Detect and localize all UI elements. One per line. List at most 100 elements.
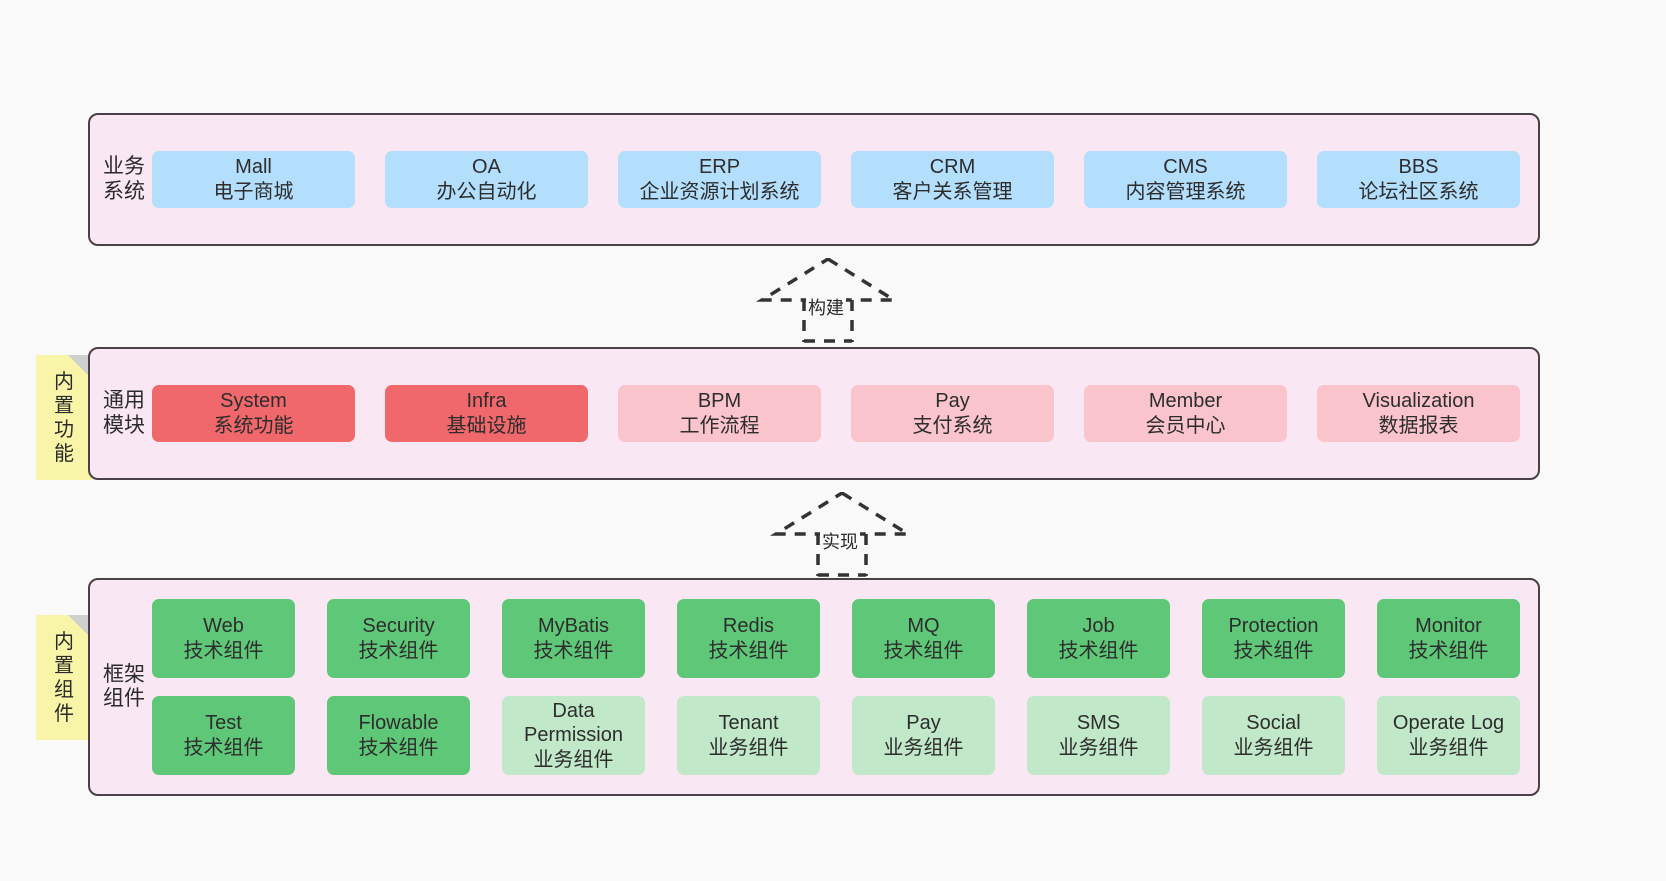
node-label-en: Social bbox=[1246, 712, 1301, 735]
node-monitor[interactable]: Monitor 技术组件 bbox=[1377, 599, 1520, 678]
node-label-en: Mall bbox=[235, 156, 272, 179]
node-test[interactable]: Test 技术组件 bbox=[152, 696, 295, 775]
node-row: System 系统功能 Infra 基础设施 BPM 工作流程 Pay 支付系统… bbox=[152, 385, 1520, 442]
node-label-cn: 业务组件 bbox=[533, 748, 614, 771]
connector-implement-label: 实现 bbox=[820, 528, 860, 554]
node-label-en: Pay bbox=[935, 390, 970, 413]
layer-title-business-system: 业务系统 bbox=[103, 155, 145, 203]
node-visualization[interactable]: Visualization 数据报表 bbox=[1317, 385, 1520, 442]
implement-arrow-tail-cap bbox=[818, 564, 866, 577]
node-system[interactable]: System 系统功能 bbox=[152, 385, 355, 442]
node-label-cn: 技术组件 bbox=[1058, 639, 1139, 662]
node-crm[interactable]: CRM 客户关系管理 bbox=[851, 151, 1054, 208]
node-label-en: Test bbox=[205, 712, 242, 735]
layer-title-general-module: 通用模块 bbox=[103, 389, 145, 437]
node-label-en: Pay bbox=[906, 712, 941, 735]
node-label-cn: 技术组件 bbox=[883, 639, 964, 662]
node-mybatis[interactable]: MyBatis 技术组件 bbox=[502, 599, 645, 678]
node-cms[interactable]: CMS 内容管理系统 bbox=[1084, 151, 1287, 208]
node-label-cn: 技术组件 bbox=[708, 639, 789, 662]
node-mq[interactable]: MQ 技术组件 bbox=[852, 599, 995, 678]
node-label-cn: 电子商城 bbox=[213, 180, 294, 203]
node-label-en: Member bbox=[1148, 390, 1223, 413]
node-label-cn: 技术组件 bbox=[1408, 639, 1489, 662]
connector-build: 构建 bbox=[752, 256, 912, 342]
sticky-note-text: 内置组件 bbox=[54, 630, 74, 725]
connector-implement: 实现 bbox=[766, 490, 926, 576]
node-label-en: Data Permission bbox=[524, 699, 623, 747]
node-social[interactable]: Social 业务组件 bbox=[1202, 696, 1345, 775]
layer-body-framework-component: Web 技术组件 Security 技术组件 MyBatis 技术组件 Redi… bbox=[146, 580, 1538, 794]
node-label-cn: 业务组件 bbox=[1233, 736, 1314, 759]
node-bpm[interactable]: BPM 工作流程 bbox=[618, 385, 821, 442]
node-label-cn: 办公自动化 bbox=[436, 180, 537, 203]
node-label-en: Operate Log bbox=[1392, 712, 1505, 735]
node-label-cn: 数据报表 bbox=[1378, 414, 1459, 437]
node-infra[interactable]: Infra 基础设施 bbox=[385, 385, 588, 442]
node-protection[interactable]: Protection 技术组件 bbox=[1202, 599, 1345, 678]
node-flowable[interactable]: Flowable 技术组件 bbox=[327, 696, 470, 775]
node-label-cn: 业务组件 bbox=[1408, 736, 1489, 759]
layer-body-general-module: System 系统功能 Infra 基础设施 BPM 工作流程 Pay 支付系统… bbox=[146, 349, 1538, 478]
node-label-cn: 支付系统 bbox=[912, 414, 993, 437]
node-label-en: MQ bbox=[907, 615, 940, 638]
node-label-en: MyBatis bbox=[537, 615, 610, 638]
node-redis[interactable]: Redis 技术组件 bbox=[677, 599, 820, 678]
node-label-cn: 技术组件 bbox=[358, 736, 439, 759]
layer-business-system: 业务系统 Mall 电子商城 OA 办公自动化 ERP 企业资源计划系统 CRM… bbox=[88, 113, 1540, 246]
node-label-en: OA bbox=[472, 156, 501, 179]
node-data-permission[interactable]: Data Permission 业务组件 bbox=[502, 696, 645, 775]
node-label-en: BPM bbox=[697, 390, 742, 413]
node-label-en: Redis bbox=[722, 615, 775, 638]
node-label-cn: 企业资源计划系统 bbox=[639, 180, 800, 203]
node-mall[interactable]: Mall 电子商城 bbox=[152, 151, 355, 208]
node-label-en: SMS bbox=[1076, 712, 1121, 735]
node-label-cn: 业务组件 bbox=[1058, 736, 1139, 759]
node-label-cn: 技术组件 bbox=[183, 639, 264, 662]
node-label-en: Infra bbox=[466, 390, 507, 413]
node-label-cn: 论坛社区系统 bbox=[1358, 180, 1479, 203]
node-label-en: CRM bbox=[929, 156, 976, 179]
node-label-cn: 系统功能 bbox=[213, 414, 294, 437]
node-label-en: Protection bbox=[1228, 615, 1319, 638]
layer-title-framework-component: 框架组件 bbox=[103, 662, 145, 710]
node-security[interactable]: Security 技术组件 bbox=[327, 599, 470, 678]
layer-body-business-system: Mall 电子商城 OA 办公自动化 ERP 企业资源计划系统 CRM 客户关系… bbox=[146, 115, 1538, 244]
build-arrow-tail-cap bbox=[804, 330, 852, 343]
node-row: Web 技术组件 Security 技术组件 MyBatis 技术组件 Redi… bbox=[152, 599, 1520, 678]
node-label-en: BBS bbox=[1398, 156, 1439, 179]
node-bbs[interactable]: BBS 论坛社区系统 bbox=[1317, 151, 1520, 208]
node-label-cn: 技术组件 bbox=[1233, 639, 1314, 662]
node-sms[interactable]: SMS 业务组件 bbox=[1027, 696, 1170, 775]
node-label-cn: 技术组件 bbox=[183, 736, 264, 759]
node-tenant[interactable]: Tenant 业务组件 bbox=[677, 696, 820, 775]
node-label-en: Visualization bbox=[1362, 390, 1475, 413]
node-label-en: Job bbox=[1082, 615, 1115, 638]
sticky-note-text: 内置功能 bbox=[54, 370, 74, 465]
node-label-cn: 技术组件 bbox=[533, 639, 614, 662]
node-label-cn: 客户关系管理 bbox=[892, 180, 1013, 203]
node-label-en: System bbox=[220, 390, 287, 413]
node-oa[interactable]: OA 办公自动化 bbox=[385, 151, 588, 208]
node-label-cn: 基础设施 bbox=[446, 414, 527, 437]
node-job[interactable]: Job 技术组件 bbox=[1027, 599, 1170, 678]
node-pay-module[interactable]: Pay 支付系统 bbox=[851, 385, 1054, 442]
node-label-en: Web bbox=[203, 615, 244, 638]
node-label-cn: 业务组件 bbox=[708, 736, 789, 759]
sticky-note-builtin-component: 内置组件 bbox=[36, 615, 92, 740]
node-label-en: ERP bbox=[698, 156, 741, 179]
node-label-en: Flowable bbox=[358, 712, 439, 735]
node-label-cn: 会员中心 bbox=[1145, 414, 1226, 437]
node-member[interactable]: Member 会员中心 bbox=[1084, 385, 1287, 442]
node-pay-component[interactable]: Pay 业务组件 bbox=[852, 696, 995, 775]
node-row: Test 技术组件 Flowable 技术组件 Data Permission … bbox=[152, 696, 1520, 775]
connector-build-label: 构建 bbox=[806, 294, 846, 320]
node-label-en: CMS bbox=[1163, 156, 1208, 179]
node-label-cn: 内容管理系统 bbox=[1125, 180, 1246, 203]
node-operate-log[interactable]: Operate Log 业务组件 bbox=[1377, 696, 1520, 775]
node-label-cn: 工作流程 bbox=[679, 414, 760, 437]
layer-general-module: 通用模块 System 系统功能 Infra 基础设施 BPM 工作流程 Pay… bbox=[88, 347, 1540, 480]
node-erp[interactable]: ERP 企业资源计划系统 bbox=[618, 151, 821, 208]
node-web[interactable]: Web 技术组件 bbox=[152, 599, 295, 678]
